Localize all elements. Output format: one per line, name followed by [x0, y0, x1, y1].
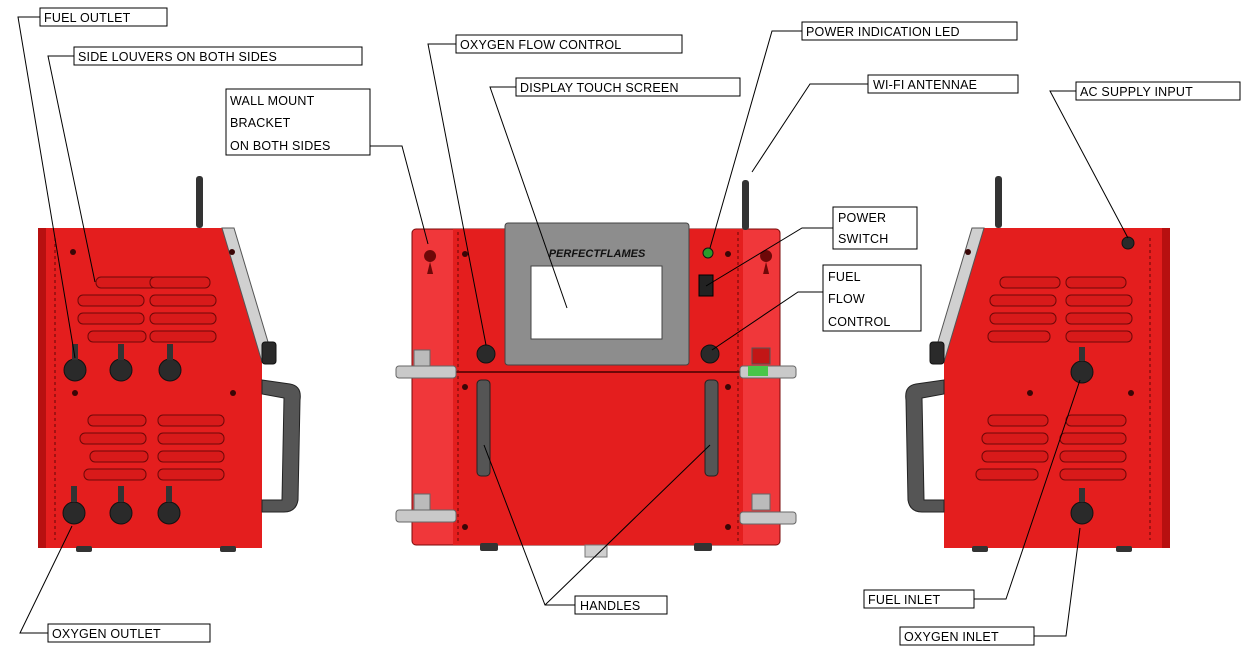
callout-fuel-inlet: FUEL INLET	[863, 589, 975, 609]
label-oxygen-outlet: OXYGEN OUTLET	[52, 627, 161, 641]
right-louvers	[975, 276, 1133, 481]
label-fuel-inlet: FUEL INLET	[868, 593, 941, 607]
label-wall-mount-3: ON BOTH SIDES	[230, 139, 331, 153]
label-fuel-flow-control-1: FUEL	[828, 270, 861, 284]
right-side-view	[905, 176, 1170, 552]
label-oxygen-inlet: OXYGEN INLET	[904, 630, 999, 644]
label-power-indication-led: POWER INDICATION LED	[806, 25, 960, 39]
leader-lines	[17, 16, 1129, 637]
left-oxygen-outlets	[62, 486, 181, 525]
fuel-inlet-fitting	[1070, 360, 1094, 384]
callout-wall-mount: WALL MOUNT BRACKET ON BOTH SIDES	[225, 88, 371, 156]
left-louvers-bottom	[79, 414, 225, 481]
right-handle	[905, 379, 945, 513]
left-louvers-top	[77, 276, 217, 343]
front-antenna	[742, 180, 749, 230]
fuel-flow-knob[interactable]	[700, 344, 720, 364]
callout-fuel-outlet: FUEL OUTLET	[39, 7, 168, 27]
left-side-view	[38, 176, 301, 552]
callout-power-indication-led: POWER INDICATION LED	[801, 21, 1018, 41]
left-fuel-outlets	[63, 344, 182, 382]
callout-oxygen-outlet: OXYGEN OUTLET	[47, 623, 211, 643]
callout-side-louvers: SIDE LOUVERS ON BOTH SIDES	[73, 46, 363, 66]
ac-supply-input	[1121, 236, 1135, 250]
label-ac-supply-input: AC SUPPLY INPUT	[1080, 85, 1193, 99]
label-power-switch-1: POWER	[838, 211, 886, 225]
label-wifi-antennae: WI-FI ANTENNAE	[873, 78, 977, 92]
label-fuel-flow-control-2: FLOW	[828, 292, 865, 306]
label-side-louvers: SIDE LOUVERS ON BOTH SIDES	[78, 50, 277, 64]
brand-logo: PERFECTFLAMES	[549, 248, 646, 260]
label-power-switch-2: SWITCH	[838, 232, 889, 246]
label-fuel-flow-control-3: CONTROL	[828, 315, 891, 329]
front-view: PERFECTFLAMES	[395, 180, 797, 558]
callout-ac-supply-input: AC SUPPLY INPUT	[1075, 81, 1241, 101]
callout-wifi-antennae: WI-FI ANTENNAE	[867, 74, 1019, 94]
power-led	[702, 247, 714, 259]
oxygen-flow-knob[interactable]	[476, 344, 496, 364]
right-body	[944, 228, 1170, 548]
keyhole-left	[424, 250, 437, 274]
callout-power-switch: POWER SWITCH	[832, 206, 918, 250]
label-handles: HANDLES	[580, 599, 640, 613]
display-touch-screen[interactable]	[530, 265, 663, 340]
label-fuel-outlet: FUEL OUTLET	[44, 11, 131, 25]
label-wall-mount-1: WALL MOUNT	[230, 94, 315, 108]
left-body	[38, 228, 262, 548]
front-handle-right	[704, 379, 719, 477]
callout-oxygen-inlet: OXYGEN INLET	[899, 626, 1035, 646]
label-oxygen-flow-control: OXYGEN FLOW CONTROL	[460, 38, 621, 52]
front-handle-left	[476, 379, 491, 477]
callout-oxygen-flow-control: OXYGEN FLOW CONTROL	[455, 34, 683, 54]
label-display-touch-screen: DISPLAY TOUCH SCREEN	[520, 81, 679, 95]
keyhole-right	[760, 250, 773, 274]
right-antenna	[995, 176, 1002, 228]
callout-fuel-flow-control: FUEL FLOW CONTROL	[822, 264, 922, 332]
left-handle	[261, 379, 301, 513]
left-antenna	[196, 176, 203, 228]
oxygen-inlet-fitting	[1070, 501, 1094, 525]
label-wall-mount-2: BRACKET	[230, 116, 291, 130]
callout-handles: HANDLES	[574, 595, 668, 615]
callout-display-touch-screen: DISPLAY TOUCH SCREEN	[515, 77, 741, 97]
